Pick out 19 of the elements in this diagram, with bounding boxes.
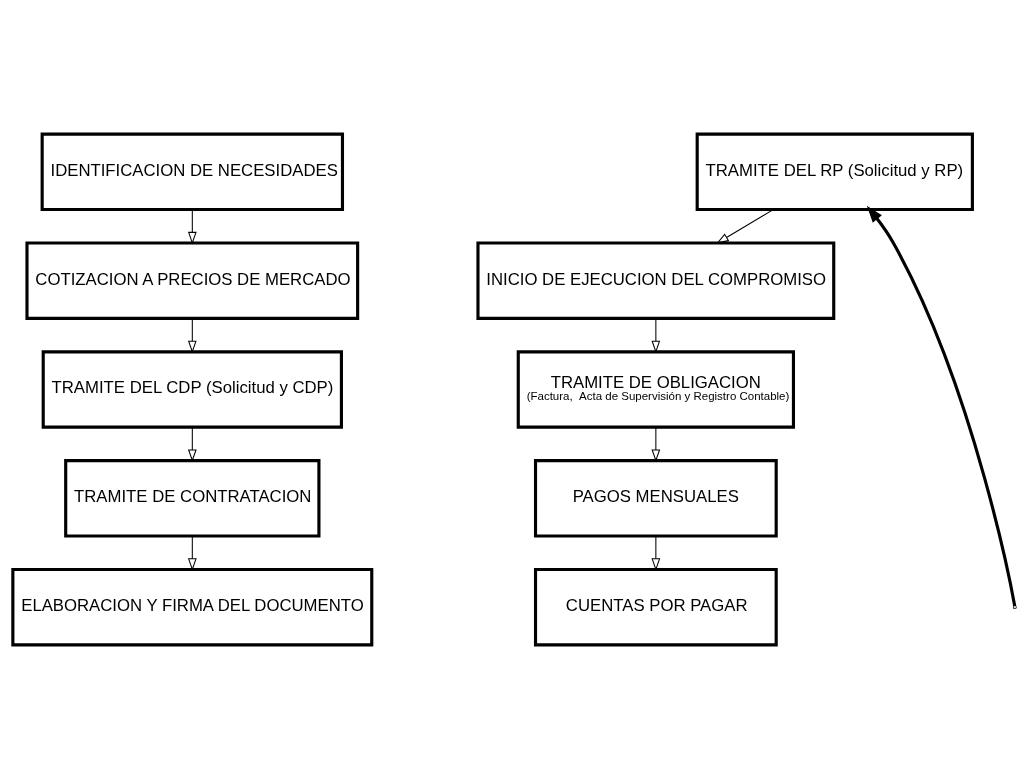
arrow — [651, 535, 661, 571]
node-box: IDENTIFICACION DE NECESIDADES — [40, 132, 345, 211]
node-box: TRAMITE DEL CDP (Solicitud y CDP) — [41, 349, 343, 429]
node-box: INICIO DE EJECUCION DEL COMPROMISO — [476, 240, 836, 320]
node-box: TRAMITE DE OBLIGACION (Factura, Acta de Supervisión y Registro Contable) — [516, 349, 796, 429]
node-box: PAGOS MENSUALES — [533, 458, 778, 538]
arrow — [716, 208, 774, 244]
node-box: TRAMITE DE CONTRATACION — [64, 458, 321, 538]
arrow — [187, 317, 197, 353]
node-box: CUENTAS POR PAGAR — [533, 567, 778, 646]
arrow — [187, 426, 197, 462]
node-box: COTIZACION A PRECIOS DE MERCADO — [25, 240, 360, 320]
node-box: TRAMITE DEL RP (Solicitud y RP) — [695, 132, 974, 211]
arrow — [187, 208, 197, 244]
arrow — [651, 426, 661, 462]
arrow — [866, 205, 1017, 606]
arrow — [651, 317, 661, 353]
arrow — [187, 535, 197, 571]
node-box: ELABORACION Y FIRMA DEL DOCUMENTO — [11, 567, 374, 646]
